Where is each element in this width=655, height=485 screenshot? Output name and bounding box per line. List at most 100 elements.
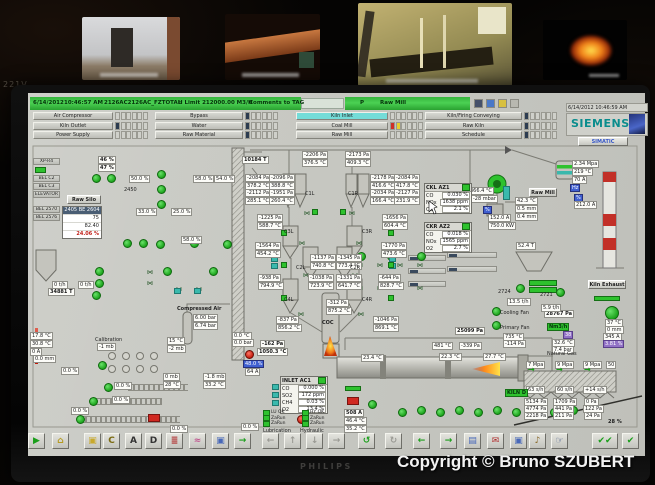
- raw-mill-button[interactable]: Raw Mill: [529, 188, 557, 197]
- nav-button-raw-mill[interactable]: Raw Mill: [296, 131, 388, 139]
- value-box: 212.0 A: [574, 201, 598, 209]
- hydraulic-caption: Hydraulic: [300, 428, 324, 434]
- silo-panel-value: 75: [63, 214, 101, 222]
- equipment-item[interactable]: BEL C3: [33, 183, 60, 190]
- titlebar-comments[interactable]: Comments to TAG: [249, 100, 305, 106]
- value-box: -1345 Pa: [336, 254, 362, 262]
- nav-indicator: [256, 131, 261, 139]
- user-icon[interactable]: [474, 99, 483, 108]
- nav-button-air-compressor[interactable]: Air Compressor: [33, 112, 113, 120]
- toolbar-folder-button[interactable]: ▣: [84, 433, 101, 449]
- motor-icon: [157, 185, 166, 194]
- motor-icon: [492, 321, 501, 330]
- equipment-item[interactable]: BEL C2: [33, 175, 60, 182]
- nav-indicator: [551, 112, 557, 120]
- nav-button-kiln-outlet[interactable]: Kiln Outlet: [33, 121, 113, 130]
- simatic-button[interactable]: SIMATIC: [578, 137, 628, 146]
- nav-button-coal-mill[interactable]: Coal Mill: [296, 121, 388, 130]
- nav-button-power-supply[interactable]: Power Supply: [33, 131, 113, 139]
- belt-conveyor: [128, 384, 188, 391]
- value-box: 50: [606, 361, 617, 369]
- toolbar-alarm-list-button[interactable]: ≣: [166, 433, 183, 449]
- equipment-list-title[interactable]: XP-R4: [33, 158, 60, 165]
- equipment-item[interactable]: ELEVATOR: [33, 191, 60, 198]
- nav-button-schedule[interactable]: Schedule: [425, 131, 522, 139]
- toolbar-run-button[interactable]: ▶: [28, 433, 45, 449]
- toolbar-horn-button[interactable]: ♪: [529, 433, 546, 449]
- equipment-tag-button[interactable]: [447, 252, 497, 258]
- value-box: 0.0 mm: [33, 355, 57, 363]
- nav-indicator: [115, 131, 120, 139]
- clinker-discharge-line: [513, 395, 643, 426]
- level-indicator: [272, 384, 279, 390]
- value-box: 2.34 Mpa: [572, 160, 600, 168]
- value-box: 473.6 °C: [381, 250, 407, 258]
- folder-icon[interactable]: [498, 99, 507, 108]
- toolbar-trend-button[interactable]: ≈: [189, 433, 206, 449]
- value-box: 508 A: [344, 409, 365, 417]
- equipment-tag-button[interactable]: [447, 266, 497, 272]
- cctv2-timestamp-osd: [242, 73, 300, 77]
- equipment-tag-button[interactable]: [408, 281, 446, 287]
- equipment-item[interactable]: BEL 2570: [33, 206, 60, 213]
- value-box: 10184 T: [242, 156, 269, 164]
- value-box: 35.2 °C: [344, 425, 367, 433]
- nav-indicator: [417, 112, 423, 120]
- nav-indicator: [256, 112, 261, 120]
- window-icon[interactable]: [486, 99, 495, 108]
- toolbar-enter-button[interactable]: →: [234, 433, 251, 449]
- toolbar-nav-up-button[interactable]: ↑: [284, 433, 301, 449]
- nav-button-raw-kiln[interactable]: Raw Kiln: [425, 121, 522, 130]
- value-box: 409.3 °C: [345, 159, 371, 167]
- toolbar-back-button[interactable]: ↺: [358, 433, 375, 449]
- toolbar-report-button[interactable]: ▣: [212, 433, 229, 449]
- toolbar-copy-button[interactable]: ▣: [510, 433, 527, 449]
- status-indicator: [388, 262, 394, 268]
- toolbar-confirm-2-button[interactable]: ✔: [622, 433, 639, 449]
- toolbar-next-button[interactable]: →: [440, 433, 457, 449]
- toolbar-print-button[interactable]: ▤: [464, 433, 481, 449]
- toolbar-folder-c-button[interactable]: C: [103, 433, 120, 449]
- nav-button-raw-material[interactable]: Raw Material: [155, 131, 243, 139]
- equipment-tag-button[interactable]: [408, 255, 446, 261]
- toolbar-prev-button[interactable]: ←: [413, 433, 430, 449]
- analyzer-status-badge: [462, 184, 470, 191]
- cctv4-timestamp-osd: [589, 74, 619, 77]
- diagram-label: Cooling Fan: [500, 310, 529, 316]
- diagram-label: C3L: [284, 229, 294, 235]
- value-box: 856.2 °C: [276, 324, 302, 332]
- raw-silo-button[interactable]: Raw Silo: [67, 195, 101, 204]
- nav-indicator: [412, 131, 417, 139]
- kiln-exhaust-button[interactable]: Kiln Exhaust: [588, 280, 626, 289]
- toolbar-home-button[interactable]: ⌂: [52, 433, 69, 449]
- nav-button-kiln-firing-conveying[interactable]: Kiln/Firing Conveying: [425, 112, 522, 120]
- level-indicator: [272, 400, 279, 406]
- toolbar-mail-button[interactable]: ✉: [487, 433, 504, 449]
- blank-icon[interactable]: [510, 99, 519, 108]
- toolbar-key-a-button[interactable]: A: [125, 433, 142, 449]
- nav-button-bypass[interactable]: Bypass: [155, 112, 243, 120]
- equipment-item[interactable]: BEL 2576: [33, 214, 60, 221]
- nav-indicator: [540, 121, 546, 130]
- nav-indicator: [395, 112, 401, 120]
- toolbar-forward-button[interactable]: ↻: [385, 433, 402, 449]
- nav-button-kiln-inlet[interactable]: Kiln Inlet: [296, 112, 388, 120]
- motor-icon: [92, 174, 101, 183]
- diagram-label: Calibration: [95, 337, 123, 343]
- diagram-label: C3R: [362, 229, 373, 235]
- value-box: 0.0 bar: [232, 339, 254, 347]
- nav-indicator: [524, 131, 529, 139]
- nav-indicator: [524, 112, 529, 120]
- toolbar-key-d-button[interactable]: D: [145, 433, 162, 449]
- nav-button-water[interactable]: Water: [155, 121, 243, 130]
- toolbar-nav-right-button[interactable]: →: [328, 433, 345, 449]
- toolbar-acknowledge-button[interactable]: ☞: [551, 433, 568, 449]
- toolbar-confirm-button[interactable]: ✔✔: [592, 433, 618, 449]
- toolbar-nav-down-button[interactable]: ↓: [306, 433, 323, 449]
- equipment-tag-button[interactable]: [408, 268, 446, 274]
- toolbar-nav-left-button[interactable]: ←: [262, 433, 279, 449]
- nav-indicator: [540, 112, 546, 120]
- nav-indicator: [412, 121, 417, 130]
